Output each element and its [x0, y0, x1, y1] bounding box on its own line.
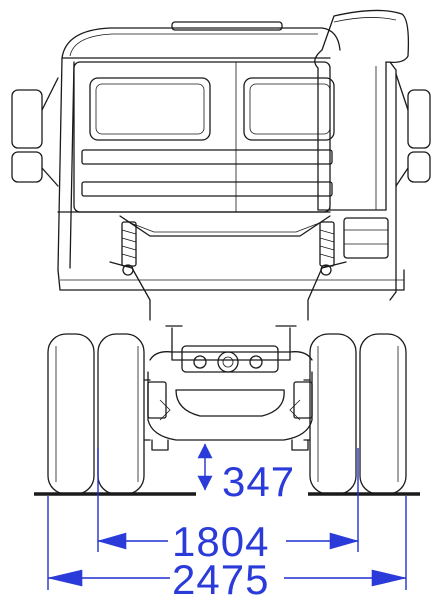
dimension-label-overall: 2475 [172, 556, 269, 597]
cab [57, 21, 341, 271]
tyre-left-inner [97, 333, 145, 495]
mirror-right [395, 73, 431, 187]
chassis-frame [57, 215, 405, 321]
arrow-right-icon [371, 569, 407, 587]
arrow-right-icon [329, 532, 360, 550]
wheels-left [47, 333, 151, 495]
differential-cover [217, 351, 239, 373]
tyre-right-outer [359, 333, 407, 495]
dimension-track-width: 1804 [96, 448, 360, 565]
rear-window-right [243, 77, 335, 141]
arrow-left-icon [47, 569, 83, 587]
rear-axle [147, 325, 313, 451]
tyre-left-outer [47, 333, 95, 495]
tyre-right-inner [309, 333, 357, 495]
arrow-left-icon [96, 532, 127, 550]
dimension-label-clearance: 347 [222, 458, 295, 505]
wheels-right [303, 333, 407, 495]
dimension-overall-width: 2475 [47, 496, 407, 597]
exhaust-stack [314, 9, 410, 301]
arrow-up-icon [197, 443, 213, 459]
arrow-down-icon [197, 475, 213, 491]
dimension-label-track: 1804 [172, 518, 269, 565]
mirror-left [11, 77, 59, 187]
rear-window-left [89, 77, 211, 141]
dimension-ground-clearance: 347 [197, 443, 295, 505]
